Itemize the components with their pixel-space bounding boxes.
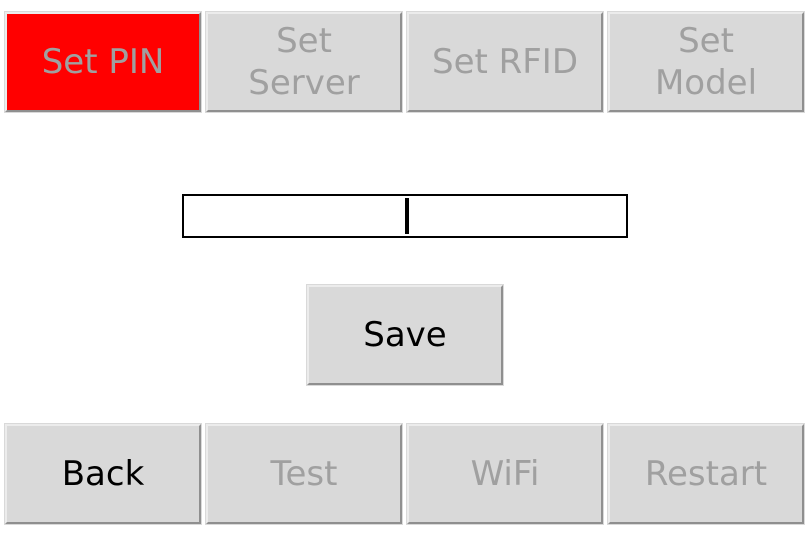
- tab-set-rfid[interactable]: Set RFID: [406, 11, 604, 113]
- tab-set-model[interactable]: Set Model: [607, 11, 805, 113]
- restart-button[interactable]: Restart: [607, 423, 805, 525]
- back-button[interactable]: Back: [4, 423, 202, 525]
- tab-set-pin[interactable]: Set PIN: [4, 11, 202, 113]
- tab-set-server[interactable]: Set Server: [205, 11, 403, 113]
- pin-input[interactable]: [182, 194, 628, 238]
- text-cursor: [405, 198, 409, 234]
- save-button[interactable]: Save: [306, 284, 504, 386]
- wifi-button[interactable]: WiFi: [406, 423, 604, 525]
- test-button[interactable]: Test: [205, 423, 403, 525]
